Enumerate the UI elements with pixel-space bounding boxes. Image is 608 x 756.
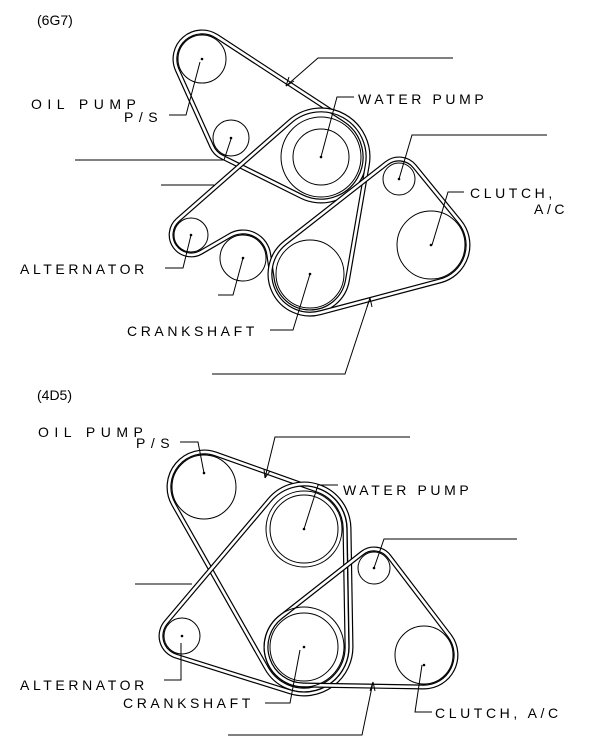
diagram-4d5: (4D5) <box>20 387 562 736</box>
idler-callout-line <box>398 134 547 180</box>
water-pump-pulley-outer <box>280 116 362 198</box>
label-crankshaft: CRANKSHAFT <box>127 323 258 339</box>
drive-belt-inner <box>173 30 367 203</box>
engine-title-4d5: (4D5) <box>37 387 72 403</box>
belt-callout-line <box>228 681 374 736</box>
label-crankshaft: CRANKSHAFT <box>123 695 254 711</box>
crankshaft-pulley-outer <box>263 606 345 688</box>
water-pump-leader <box>303 484 338 530</box>
water-pump-leader <box>320 96 354 158</box>
pulley-center <box>429 243 433 247</box>
ps-callout-line <box>75 138 232 161</box>
ac-clutch-pulley <box>396 210 466 280</box>
arrow-icon <box>366 297 373 308</box>
crankshaft-leader <box>270 273 311 331</box>
alternator-leader <box>164 643 182 681</box>
idler-pulley <box>357 551 391 585</box>
arrow-icon <box>263 468 271 479</box>
label-oil-pump: OIL PUMP <box>31 96 141 112</box>
label-alternator: ALTERNATOR <box>20 677 148 693</box>
belts-4d5 <box>158 449 459 697</box>
pulley-center <box>180 634 184 638</box>
pulleys-4d5 <box>163 454 454 688</box>
idler-pulley <box>382 162 416 196</box>
engine-title-6g7: (6G7) <box>37 12 73 28</box>
alternator-pulley <box>173 217 209 253</box>
water-pump-pulley-outer <box>265 490 343 568</box>
idler-callout-line <box>373 538 517 569</box>
label-clutch-ac: CLUTCH, A/C <box>435 705 562 721</box>
arrow-icon <box>369 681 376 692</box>
oil-pump-pulley <box>177 34 227 84</box>
label-clutch: CLUTCH, <box>470 185 556 201</box>
label-power-steering: P/S <box>124 109 163 125</box>
drive-belt <box>172 29 368 204</box>
ps-leader <box>180 441 205 474</box>
tensioner-callout-line <box>218 257 244 296</box>
pulley-center <box>200 57 204 61</box>
belt-callout-line <box>285 57 453 87</box>
leader-lines-4d5 <box>135 436 517 736</box>
alternator-leader <box>165 234 192 269</box>
alternator-pulley <box>163 617 201 655</box>
diagram-6g7: (6G7) <box>20 12 568 375</box>
water-pump-pulley <box>292 128 350 186</box>
label-water-pump: WATER PUMP <box>343 482 472 498</box>
oil-pump-leader <box>169 61 201 116</box>
crankshaft-pulley <box>275 239 345 309</box>
label-power-steering: P/S <box>136 435 175 451</box>
clutch-leader <box>431 191 464 246</box>
pulley-center <box>229 136 233 140</box>
ac-clutch-pulley <box>394 625 454 685</box>
tensioner-pulley <box>219 234 267 282</box>
label-oil-pump: OIL PUMP <box>38 424 148 440</box>
label-alternator: ALTERNATOR <box>20 261 148 277</box>
power-steering-pulley <box>212 119 250 157</box>
crankshaft-pulley <box>269 612 339 682</box>
belts-6g7 <box>168 29 471 317</box>
drive-belt-inner <box>268 157 470 316</box>
drive-belt-inner <box>167 450 349 692</box>
belt-callout-line <box>212 297 371 375</box>
drive-belt-inner <box>159 482 353 696</box>
belt-callout-line <box>264 436 410 479</box>
drive-belt <box>263 546 459 690</box>
water-pump-pulley <box>269 494 339 564</box>
pulley-center <box>422 663 426 667</box>
label-water-pump: WATER PUMP <box>358 91 487 107</box>
label-ac: A/C <box>534 201 568 217</box>
power-steering-pulley <box>171 454 237 520</box>
drive-belt <box>267 156 471 317</box>
pulley-center <box>302 645 306 649</box>
arrow-icon <box>285 76 295 87</box>
crankshaft-leader <box>265 649 301 704</box>
drive-belt-inner <box>264 547 458 689</box>
leader-lines-6g7 <box>75 57 547 375</box>
clutch-leader <box>414 664 432 713</box>
